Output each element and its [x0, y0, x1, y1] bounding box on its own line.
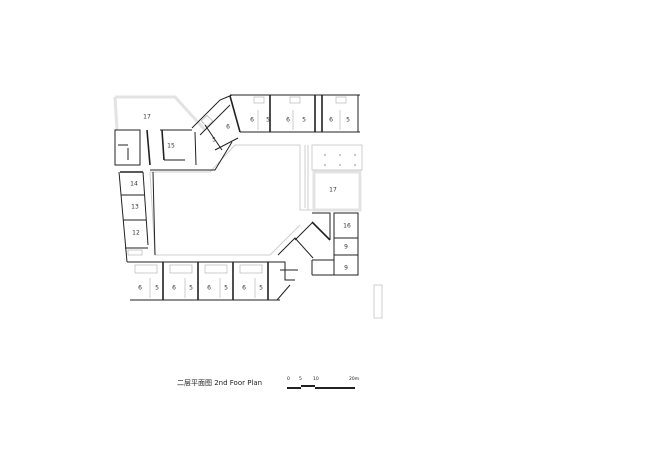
room-label-6: 6	[207, 285, 211, 292]
east-covered-area	[307, 144, 363, 212]
room-label-9: 9	[344, 265, 348, 272]
west-range	[118, 171, 156, 263]
south-range	[127, 261, 298, 301]
room-label-6: 6	[172, 285, 176, 292]
room-label-16: 16	[343, 223, 351, 230]
room-label-6: 6	[242, 285, 246, 292]
scale-bar: 0 5 10 20m	[287, 377, 362, 391]
courtyard-outline	[149, 144, 318, 256]
room-label-5: 5	[266, 117, 270, 124]
room-label-5: 5	[189, 285, 193, 292]
scale-tick-label: 5	[299, 377, 302, 382]
west-block	[114, 129, 233, 171]
room-label-6: 6	[226, 124, 230, 131]
room-label-6: 6	[329, 117, 333, 124]
scale-tick-label: 0	[287, 377, 290, 382]
scale-segment	[315, 387, 355, 389]
room-label-12: 12	[132, 230, 140, 237]
room-label-17: 17	[143, 114, 151, 121]
detached-element	[373, 284, 383, 319]
scale-tick-label: 20m	[349, 377, 360, 382]
room-label-6: 6	[286, 117, 290, 124]
room-label-6: 6	[138, 285, 142, 292]
room-label-15: 15	[167, 143, 175, 150]
void-17-outline	[113, 95, 207, 132]
plan-title: 二层平面图 2nd Foor Plan	[177, 379, 263, 387]
room-label-5: 5	[224, 285, 228, 292]
north-range	[230, 94, 360, 133]
room-label-14: 14	[130, 181, 138, 188]
room-label-5: 5	[259, 285, 263, 292]
room-label-5: 5	[155, 285, 159, 292]
scale-segment	[287, 387, 301, 389]
east-block	[277, 212, 359, 276]
room-label-6: 6	[250, 117, 254, 124]
diagonal-block	[191, 94, 241, 151]
room-label-5: 5	[212, 137, 216, 144]
room-label-17: 17	[329, 187, 337, 194]
room-label-5: 5	[302, 117, 306, 124]
room-label-5: 5	[346, 117, 350, 124]
room-label-9: 9	[344, 244, 348, 251]
scale-segment	[301, 385, 315, 387]
scale-tick-label: 10	[313, 377, 319, 382]
room-label-13: 13	[131, 204, 139, 211]
